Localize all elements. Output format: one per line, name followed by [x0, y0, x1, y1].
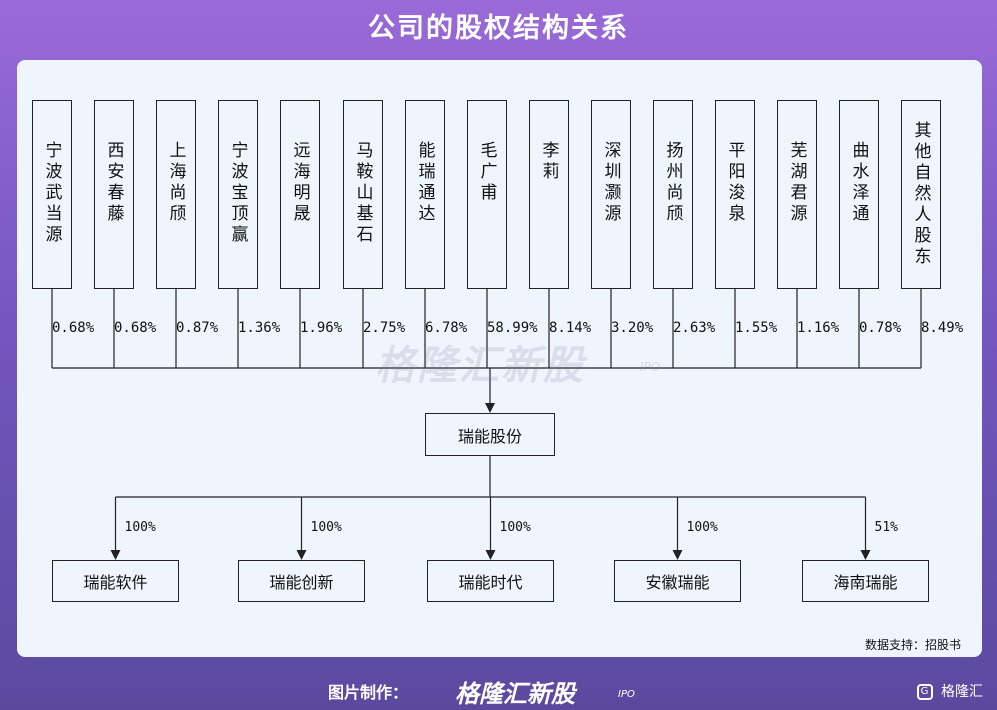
shareholder-name: 深圳灏源 — [600, 141, 621, 225]
shareholder-box: 芜湖君源 — [777, 100, 817, 289]
footer-logo-text: 格隆汇 — [941, 684, 983, 700]
shareholder-pct: 2.75% — [363, 320, 406, 336]
shareholder-box: 深圳灏源 — [591, 100, 631, 289]
shareholder-name: 上海尚颀 — [165, 141, 186, 225]
shareholder-box: 上海尚颀 — [156, 100, 196, 289]
footer-brand: 格隆汇新股 — [455, 680, 575, 708]
footer-brand-ipo: IPO — [618, 689, 635, 700]
shareholder-box: 马鞍山基石 — [343, 100, 383, 289]
shareholder-box: 毛广甫 — [467, 100, 507, 289]
shareholder-pct: 8.49% — [921, 320, 964, 336]
shareholder-box: 宁波宝顶赢 — [218, 100, 258, 289]
shareholder-name: 远海明晟 — [289, 141, 310, 225]
shareholder-pct: 0.68% — [52, 320, 95, 336]
shareholder-name: 扬州尚颀 — [662, 141, 683, 225]
subsidiary-box: 瑞能软件 — [52, 560, 179, 602]
footer-logo: G 格隆汇 — [916, 681, 983, 701]
arrow-head — [110, 550, 121, 560]
shareholder-name: 宁波武当源 — [41, 141, 62, 246]
shareholder-name: 毛广甫 — [476, 141, 497, 204]
arrow-head — [485, 403, 495, 413]
subsidiary-pct: 100% — [686, 520, 718, 535]
subsidiary-name: 瑞能创新 — [269, 573, 334, 592]
shareholder-pct: 6.78% — [425, 320, 468, 336]
subsidiary-box: 瑞能时代 — [427, 560, 554, 602]
arrow-head — [672, 550, 683, 560]
subsidiary-name: 安徽瑞能 — [645, 573, 710, 592]
shareholder-box: 宁波武当源 — [32, 100, 72, 289]
shareholder-box: 平阳浚泉 — [715, 100, 755, 289]
shareholder-name: 马鞍山基石 — [352, 141, 373, 246]
subsidiary-pct: 51% — [874, 520, 898, 535]
arrow-head — [860, 550, 871, 560]
subsidiary-pct: 100% — [499, 520, 531, 535]
watermark: 格隆汇新股 — [375, 343, 585, 389]
watermark-ipo: IPO — [640, 360, 661, 374]
shareholder-box: 李莉 — [529, 100, 569, 289]
subsidiary-name: 瑞能时代 — [458, 573, 523, 592]
subsidiary-name: 海南瑞能 — [833, 573, 898, 592]
arrow-head — [296, 550, 307, 560]
subsidiary-name: 瑞能软件 — [83, 573, 148, 592]
footer: 图片制作： 格隆汇新股 IPO G 格隆汇 — [0, 671, 997, 710]
shareholder-pct: 1.16% — [797, 320, 840, 336]
shareholder-box: 其他自然人股东 — [901, 100, 941, 289]
company-box: 瑞能股份 — [425, 413, 555, 456]
shareholder-pct: 2.63% — [673, 320, 716, 336]
shareholder-pct: 8.14% — [549, 320, 592, 336]
logo-icon: G — [916, 684, 933, 700]
subsidiary-box: 海南瑞能 — [802, 560, 929, 602]
subsidiary-box: 安徽瑞能 — [614, 560, 741, 602]
arrow-head — [485, 550, 496, 560]
company-name: 瑞能股份 — [457, 426, 522, 446]
shareholder-pct: 1.36% — [238, 320, 281, 336]
shareholder-pct: 1.96% — [300, 320, 343, 336]
shareholder-name: 能瑞通达 — [414, 141, 435, 225]
shareholder-pct: 0.78% — [859, 320, 902, 336]
subsidiary-pct: 100% — [124, 520, 156, 535]
shareholder-box: 西安春藤 — [94, 100, 134, 289]
shareholder-name: 其他自然人股东 — [910, 121, 931, 268]
source-note: 数据支持：招股书 — [864, 638, 961, 652]
made-by-label: 图片制作： — [328, 683, 409, 702]
shareholder-name: 芜湖君源 — [786, 141, 807, 225]
shareholder-name: 平阳浚泉 — [724, 141, 745, 225]
subsidiary-pct: 100% — [310, 520, 342, 535]
shareholder-box: 能瑞通达 — [405, 100, 445, 289]
shareholder-pct: 3.20% — [611, 320, 654, 336]
shareholder-name: 宁波宝顶赢 — [227, 141, 248, 246]
page-title: 公司的股权结构关系 — [368, 13, 629, 44]
shareholder-box: 远海明晟 — [280, 100, 320, 289]
shareholder-box: 扬州尚颀 — [653, 100, 693, 289]
shareholder-pct: 1.55% — [735, 320, 778, 336]
shareholder-box: 曲水泽通 — [839, 100, 879, 289]
shareholder-pct: 0.87% — [176, 320, 219, 336]
shareholder-pct: 0.68% — [114, 320, 157, 336]
shareholder-name: 曲水泽通 — [848, 141, 869, 225]
shareholder-name: 西安春藤 — [103, 141, 124, 225]
subsidiary-box: 瑞能创新 — [238, 560, 365, 602]
shareholder-pct: 58.99% — [487, 320, 538, 336]
shareholder-name: 李莉 — [538, 141, 559, 183]
